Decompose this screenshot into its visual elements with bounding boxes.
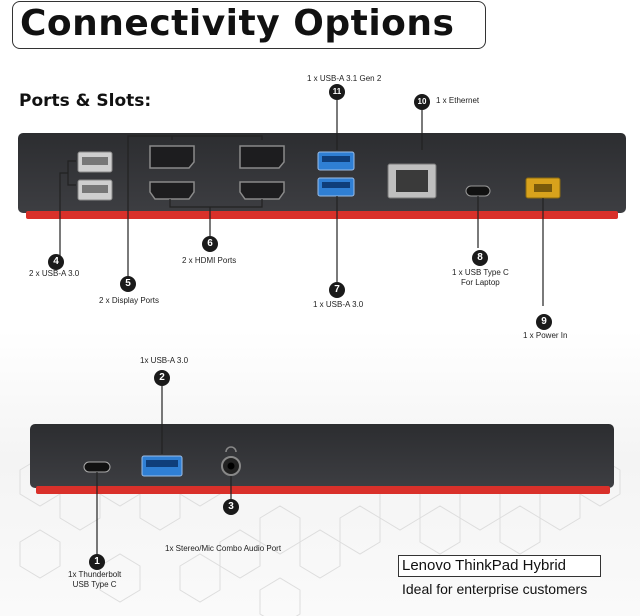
callout-label-1: 1x Thunderbolt USB Type C: [68, 570, 121, 590]
callout-label-7: 1 x USB-A 3.0: [313, 300, 364, 309]
callout-label-2: 1x USB-A 3.0: [140, 356, 189, 365]
callout-label-8-line1: 1 x USB Type C: [452, 268, 509, 277]
callout-badge-9: 9: [536, 314, 552, 330]
power-port-icon: [525, 177, 561, 199]
callout-label-6: 2 x HDMI Ports: [182, 256, 237, 265]
hdmi-port-icon: [149, 181, 285, 200]
callout-badge-11: 11: [329, 84, 345, 100]
callout-badge-7: 7: [329, 282, 345, 298]
callout-label-9: 1 x Power In: [523, 331, 568, 340]
callout-badge-8: 8: [472, 250, 488, 266]
callout-label-10: 1 x Ethernet: [436, 96, 480, 105]
usb-port-icon: [317, 151, 355, 197]
usb-c-port-icon: [465, 185, 491, 197]
callout-badge-2: 2: [154, 370, 170, 386]
callout-label-1-line2: USB Type C: [72, 580, 117, 589]
dock-front-view: [30, 424, 614, 494]
callout-label-11: 1 x USB-A 3.1 Gen 2: [307, 74, 382, 83]
usb-port-icon: [141, 455, 183, 477]
callout-badge-3: 3: [223, 499, 239, 515]
headphone-icon: [225, 446, 237, 453]
tagline: Ideal for enterprise customers: [402, 581, 588, 597]
page-title: Connectivity Options: [20, 3, 455, 44]
callout-badge-4: 4: [48, 254, 64, 270]
callout-label-8: 1 x USB Type C For Laptop: [452, 268, 509, 288]
displayport-icon: [149, 145, 285, 169]
callout-label-1-line1: 1x Thunderbolt: [68, 570, 122, 579]
callout-badge-1: 1: [89, 554, 105, 570]
brand-name: Lenovo ThinkPad Hybrid: [402, 557, 566, 574]
dock-rear-view: [18, 133, 626, 219]
audio-jack-icon: [221, 456, 241, 476]
callout-badge-6: 6: [202, 236, 218, 252]
callout-label-5: 2 x Display Ports: [99, 296, 160, 305]
usb-c-port-icon: [83, 461, 111, 473]
callout-badge-10: 10: [414, 94, 430, 110]
callout-leaders: [59, 100, 544, 558]
section-heading: Ports & Slots:: [19, 91, 152, 111]
ethernet-port-icon: [387, 163, 437, 199]
callout-label-8-line2: For Laptop: [461, 278, 500, 287]
brand-frame: [398, 555, 601, 577]
callout-label-3: 1x Stereo/Mic Combo Audio Port: [165, 544, 282, 553]
callout-label-4: 2 x USB-A 3.0: [29, 269, 80, 278]
usb-port-icon: [77, 151, 113, 201]
title-frame: [12, 1, 486, 49]
callout-badge-5: 5: [120, 276, 136, 292]
